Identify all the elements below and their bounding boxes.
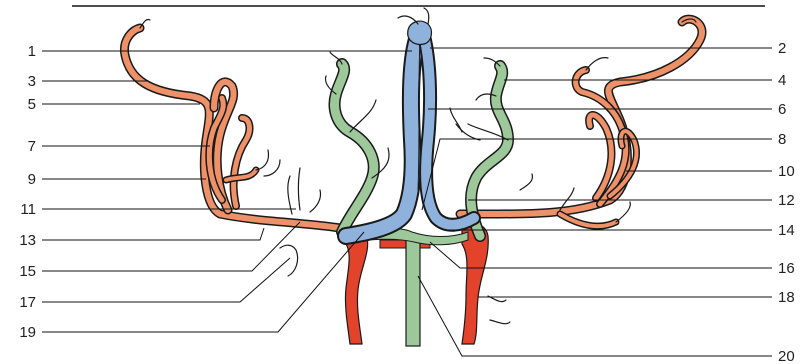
labels-right: 2 4 6 8 10 12 14 16 18 20 <box>778 40 795 364</box>
label-20: 20 <box>778 348 795 364</box>
leader-19 <box>42 232 364 332</box>
label-4: 4 <box>778 72 786 89</box>
label-9: 9 <box>28 171 36 188</box>
label-14: 14 <box>778 222 795 239</box>
label-1: 1 <box>28 43 36 60</box>
label-16: 16 <box>778 260 795 277</box>
label-5: 5 <box>28 96 36 113</box>
label-19: 19 <box>19 324 36 341</box>
label-11: 11 <box>20 201 36 218</box>
label-15: 15 <box>19 263 36 280</box>
leader-15 <box>42 222 300 271</box>
label-6: 6 <box>778 101 786 118</box>
label-3: 3 <box>28 73 36 90</box>
label-8: 8 <box>778 131 786 148</box>
green-vessels <box>335 64 508 346</box>
label-10: 10 <box>778 163 795 180</box>
labels-left: 1 3 5 7 9 11 13 15 17 19 <box>19 43 36 341</box>
label-13: 13 <box>19 232 36 249</box>
label-7: 7 <box>28 138 36 155</box>
leader-13 <box>42 228 264 240</box>
label-12: 12 <box>778 192 795 209</box>
leader-17 <box>42 258 290 302</box>
label-18: 18 <box>778 289 795 306</box>
label-2: 2 <box>778 40 786 57</box>
label-17: 17 <box>19 294 36 311</box>
